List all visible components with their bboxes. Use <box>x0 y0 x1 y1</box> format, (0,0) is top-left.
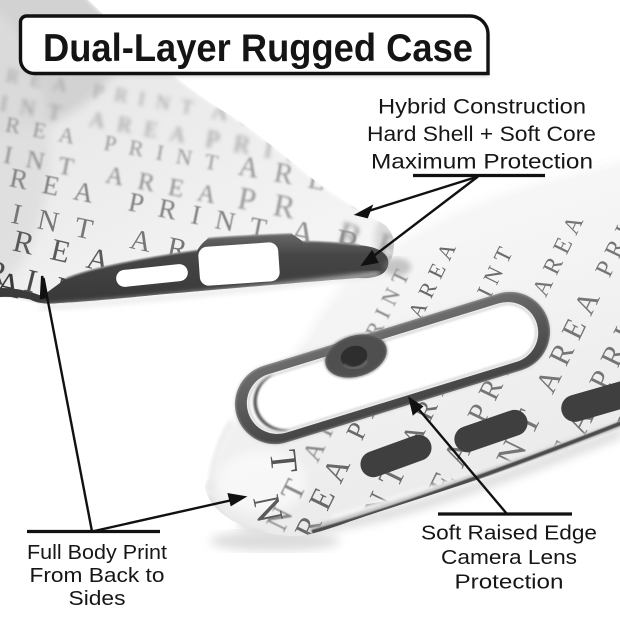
svg-text:Full Body Print: Full Body Print <box>27 542 167 564</box>
svg-text:Dual-Layer Rugged Case: Dual-Layer Rugged Case <box>43 27 473 70</box>
svg-text:Hybrid Construction: Hybrid Construction <box>378 95 586 119</box>
svg-text:Camera Lens: Camera Lens <box>441 547 577 569</box>
svg-text:From Back to: From Back to <box>30 565 165 587</box>
svg-text:Sides: Sides <box>69 588 126 610</box>
svg-text:Hard Shell + Soft Core: Hard Shell + Soft Core <box>367 122 596 146</box>
svg-text:T: T <box>261 448 306 486</box>
svg-text:Maximum Protection: Maximum Protection <box>371 150 593 174</box>
svg-text:Protection: Protection <box>455 572 564 594</box>
svg-text:Soft Raised Edge: Soft Raised Edge <box>421 523 597 545</box>
svg-text:N: N <box>244 491 293 537</box>
